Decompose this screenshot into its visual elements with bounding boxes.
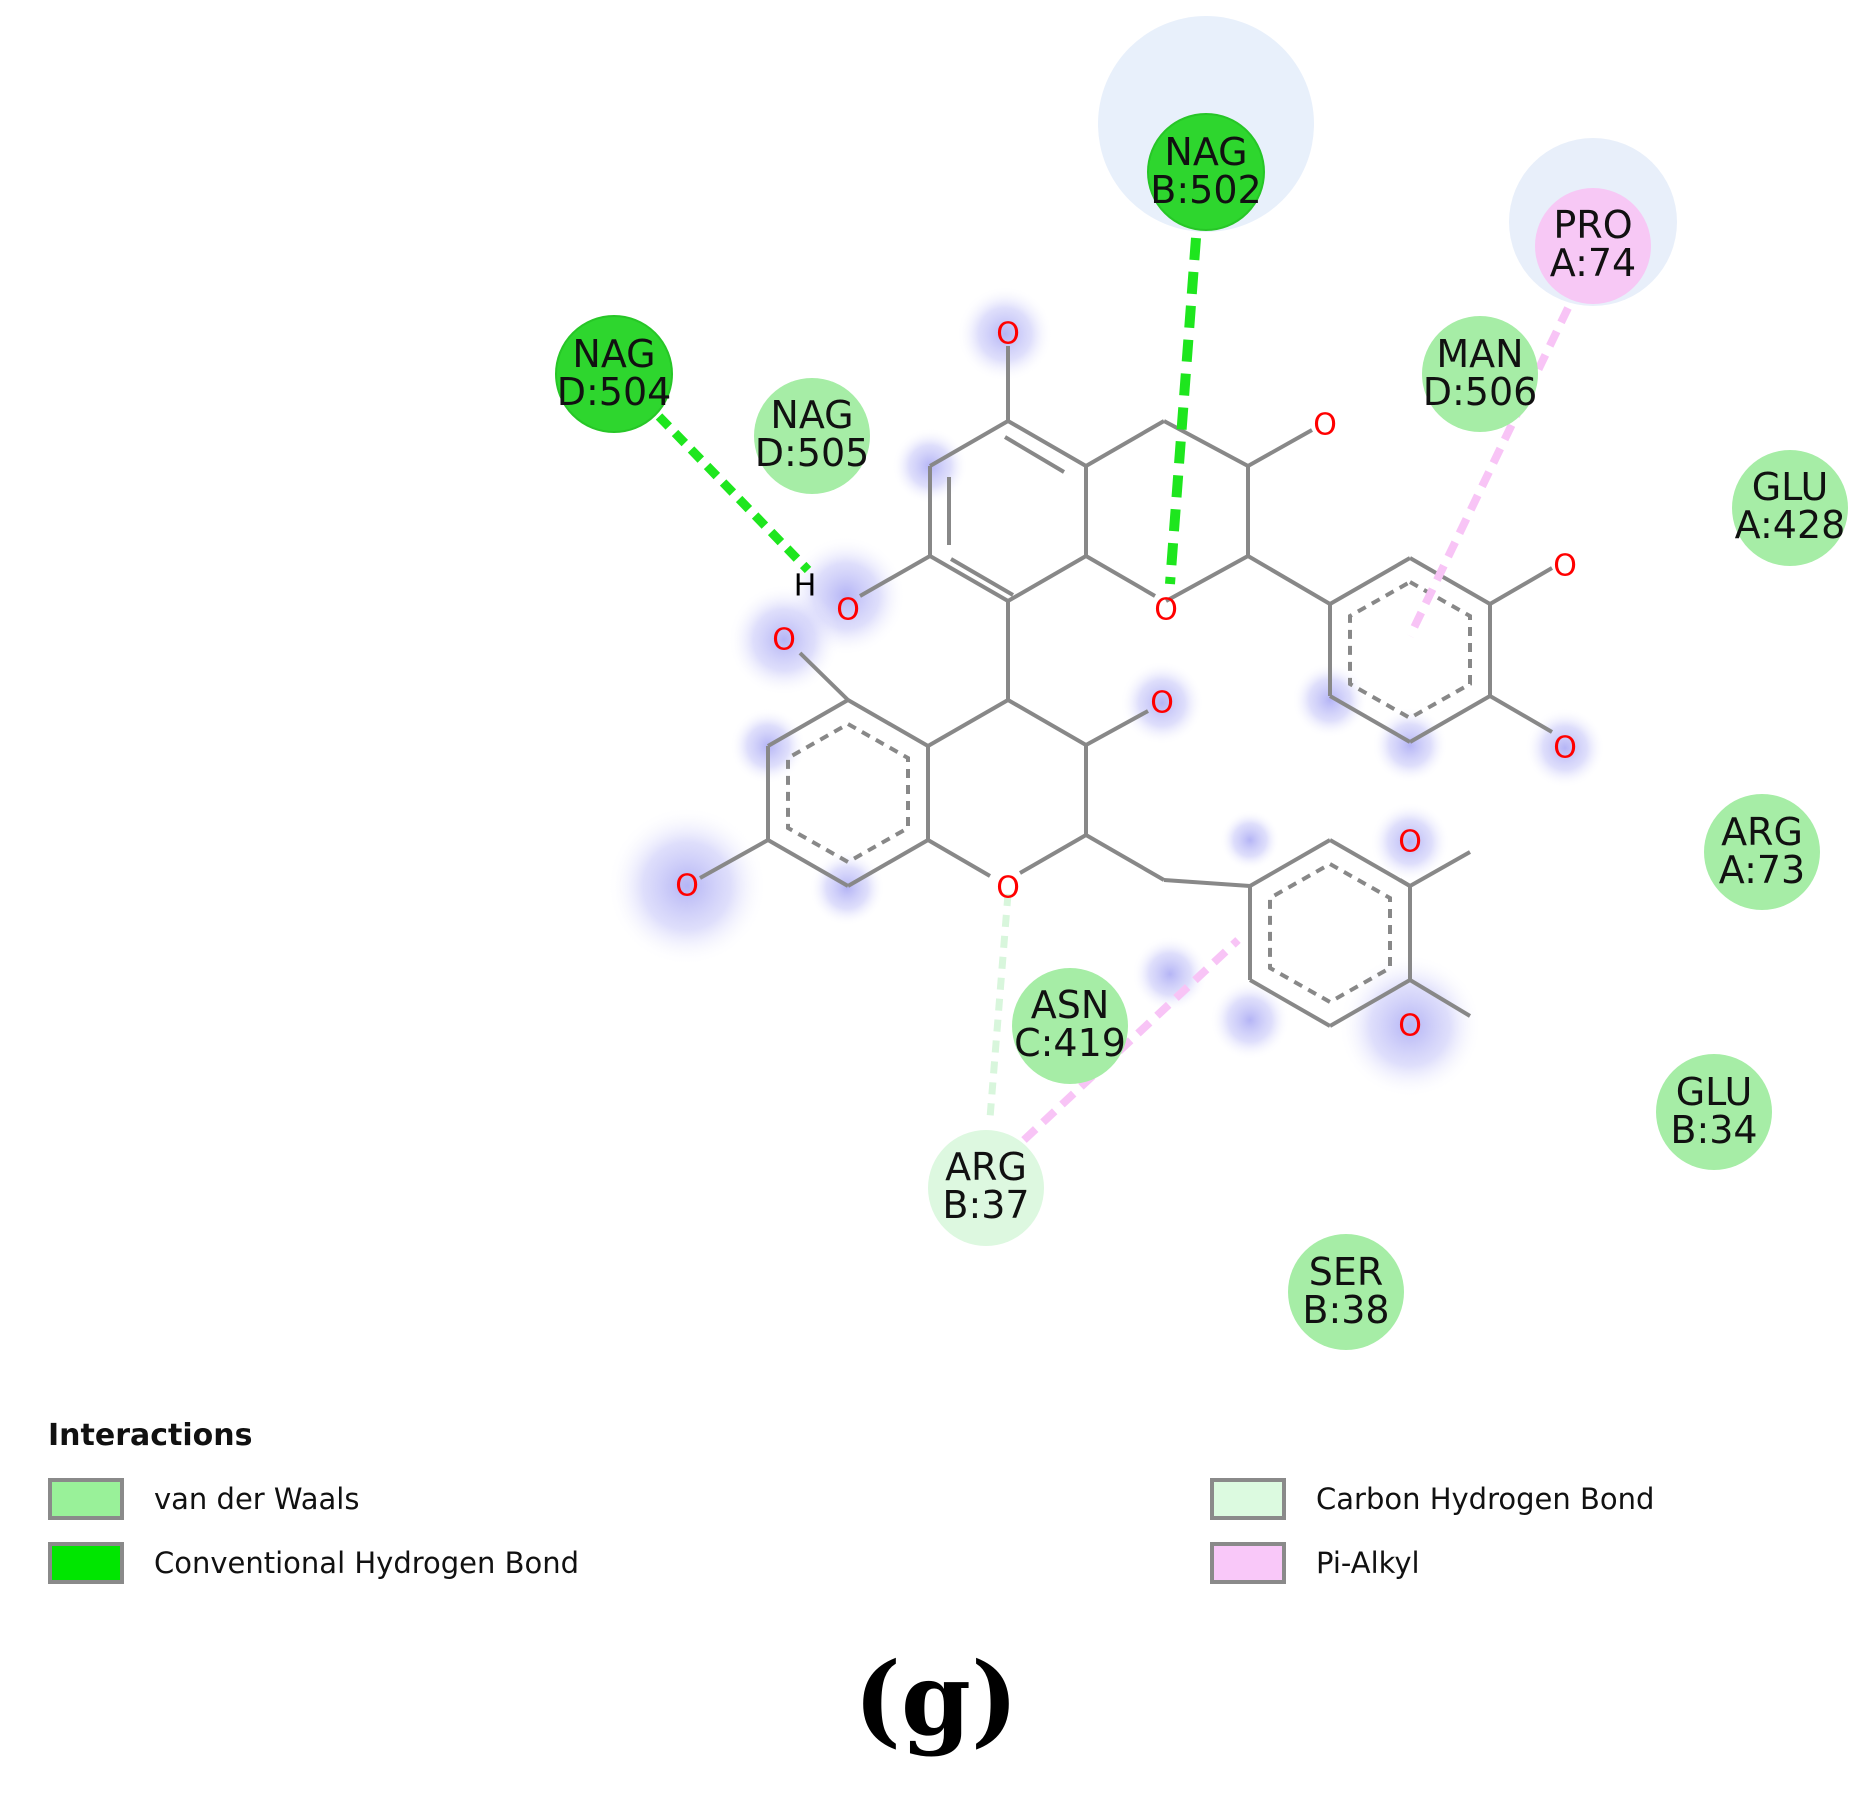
residue-name: GLU (1752, 465, 1829, 509)
legend-label: Pi-Alkyl (1316, 1546, 1420, 1580)
legend-swatch (1210, 1478, 1286, 1520)
glow-ring4 (1132, 936, 1208, 1012)
oxygen-label: O (1553, 549, 1577, 584)
glow-o3c (1370, 802, 1450, 882)
residue-node (1535, 188, 1651, 304)
oxygen-label: O (772, 623, 796, 658)
residue-id: A:73 (1719, 848, 1805, 892)
residue-name: ASN (1031, 983, 1110, 1027)
legend-title: Interactions (48, 1418, 253, 1453)
glow-ring3 (1220, 810, 1280, 870)
oxygen-label: O (1154, 593, 1178, 628)
residue-name: ARG (1721, 810, 1803, 854)
residue-man-d506: MAN D:506 (1422, 316, 1538, 432)
residue-id: B:34 (1670, 1108, 1757, 1152)
residue-name: PRO (1553, 203, 1632, 247)
oxygen-label: O (996, 871, 1020, 906)
glow-o1 (957, 286, 1053, 382)
residue-name: ARG (945, 1145, 1027, 1189)
residue-ser-b38: SER B:38 (1288, 1234, 1404, 1350)
oxygen-label: O (675, 869, 699, 904)
residue-node (928, 1130, 1044, 1246)
residue-name: MAN (1436, 332, 1523, 376)
residue-id: C:419 (1014, 1021, 1126, 1065)
residue-node (1288, 1234, 1404, 1350)
legend-label: van der Waals (154, 1482, 360, 1516)
oxygen-label: O (836, 593, 860, 628)
glow-ring5 (1210, 980, 1290, 1060)
legend-label: Conventional Hydrogen Bond (154, 1546, 580, 1580)
legend: Interactions van der Waals Conventional … (48, 1418, 1828, 1618)
legend-swatch (48, 1542, 124, 1584)
residue-name: NAG (572, 332, 655, 376)
legend-item-carbon-hydrogen-bond: Carbon Hydrogen Bond (1210, 1478, 1654, 1520)
residue-pro-a74: PRO A:74 (1535, 188, 1651, 304)
residues: NAG B:502 PRO A:74 NAG D:504 NAG D:505 M… (555, 113, 1848, 1350)
legend-item-conventional-hydrogen-bond: Conventional Hydrogen Bond (48, 1542, 579, 1584)
interaction-diagram: O O O H O O O O O O O O O NAG B:502 PRO … (555, 16, 1848, 1350)
residue-node (1012, 968, 1128, 1084)
residue-id: D:505 (755, 431, 870, 475)
pialkyl-arg-b37 (1021, 937, 1241, 1143)
interaction-lines (639, 237, 1572, 1143)
aromatic-dashes (786, 579, 1472, 1005)
glow-o5b (728, 584, 840, 696)
glow-ring2 (1372, 707, 1448, 783)
residue-name: NAG (1164, 130, 1247, 174)
pialkyl-pro-a74 (1406, 306, 1572, 638)
ligand-skeleton (699, 346, 1554, 1028)
residue-node (1147, 113, 1265, 231)
glow-o3b (1120, 661, 1204, 745)
atom-labels: O O O H O O O O O O O O O (675, 317, 1577, 1044)
oxygen-label: O (996, 317, 1020, 352)
glow-o7b (607, 806, 767, 966)
glow-o4c (1338, 954, 1482, 1098)
residue-node (1656, 1054, 1772, 1170)
residue-id: B:502 (1150, 168, 1261, 212)
residue-name: NAG (770, 393, 853, 437)
oxygen-label: O (1313, 408, 1337, 443)
residue-glu-b34: GLU B:34 (1656, 1054, 1772, 1170)
legend-item-van-der-waals: van der Waals (48, 1478, 359, 1520)
residue-id: D:504 (557, 370, 672, 414)
oxygen-label: O (1398, 1009, 1422, 1044)
residue-id: A:74 (1550, 241, 1636, 285)
oxygen-label: O (1553, 731, 1577, 766)
hydrogen-label: H (794, 569, 817, 604)
figure-caption: (g) (853, 1640, 1019, 1758)
hbond-nag-b502 (1165, 237, 1201, 585)
residue-id: D:506 (1423, 370, 1538, 414)
glow-a2 (809, 850, 885, 926)
residue-nag-d505: NAG D:505 (754, 378, 870, 494)
legend-swatch (1210, 1542, 1286, 1584)
hbond-nag-d504 (639, 396, 812, 574)
residue-nag-d504: NAG D:504 (555, 315, 673, 433)
residue-node (1422, 316, 1538, 432)
residue-arg-a73: ARG A:73 (1704, 794, 1820, 910)
residue-id: A:428 (1735, 503, 1846, 547)
chbond-arg-b37 (986, 893, 1012, 1119)
residue-node (555, 315, 673, 433)
residue-id: B:38 (1302, 1288, 1389, 1332)
residue-nag-b502: NAG B:502 (1147, 113, 1265, 231)
legend-swatch (48, 1478, 124, 1520)
legend-item-pi-alkyl: Pi-Alkyl (1210, 1542, 1420, 1584)
residue-asn-c419: ASN C:419 (1012, 968, 1128, 1084)
residue-id: B:37 (942, 1183, 1029, 1227)
residue-arg-b37: ARG B:37 (928, 1130, 1044, 1246)
residue-name: GLU (1676, 1070, 1753, 1114)
residue-node (754, 378, 870, 494)
residue-name: SER (1309, 1250, 1384, 1294)
legend-label: Carbon Hydrogen Bond (1316, 1482, 1655, 1516)
residue-node (1704, 794, 1820, 910)
residue-node (1732, 450, 1848, 566)
oxygen-label: O (1398, 825, 1422, 860)
oxygen-label: O (1150, 686, 1174, 721)
residue-glu-a428: GLU A:428 (1732, 450, 1848, 566)
